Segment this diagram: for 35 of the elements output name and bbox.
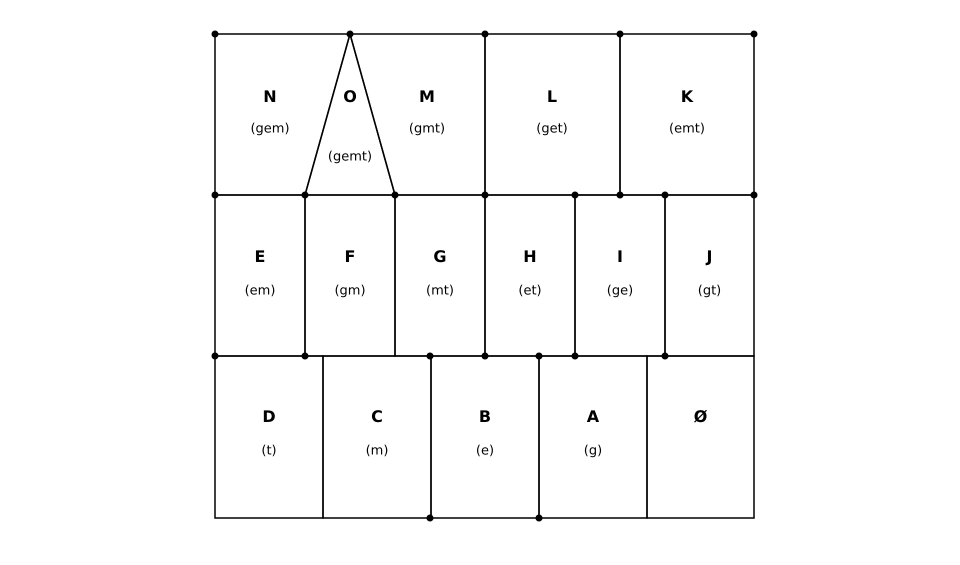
region-letter: H [523,249,537,265]
region-letter: A [586,409,600,425]
region-letter: G [433,249,447,265]
region-subset-label: (gmt) [408,122,446,136]
region-cell [665,195,754,356]
region-letter: B [478,409,492,425]
region-cell [215,356,323,518]
region-subset-label: (gem) [250,122,290,136]
region-subset-label: (g) [584,444,602,458]
region-letter: Ø [694,409,708,425]
region-letter: J [706,249,712,265]
region-letter: L [546,89,558,105]
region-letter: F [344,249,356,265]
region-cell [647,356,754,518]
region-subset-label: (get) [536,122,568,136]
region-subset-label: (m) [366,444,388,458]
region-letter: I [617,249,623,265]
region-subset-label: (gm) [334,284,366,298]
region-subset-label: (e) [476,444,494,458]
region-subset-label: (ge) [606,284,634,298]
region-letter: M [419,89,435,105]
region-letter: O [343,89,357,105]
region-subset-label: (et) [518,284,542,298]
region-subset-label: (em) [244,284,276,298]
region-letter: C [371,409,383,425]
region-cell [539,356,647,518]
region-subset-label: (emt) [669,122,705,136]
region-letter: D [262,409,276,425]
region-subset-label: (gt) [698,284,722,298]
region-letter: N [263,89,277,105]
region-letter: K [680,89,694,105]
region-subset-label: (gemt) [328,150,372,164]
region-subset-label: (t) [261,444,277,458]
region-letter: E [254,249,266,265]
region-subset-label: (mt) [426,284,454,298]
